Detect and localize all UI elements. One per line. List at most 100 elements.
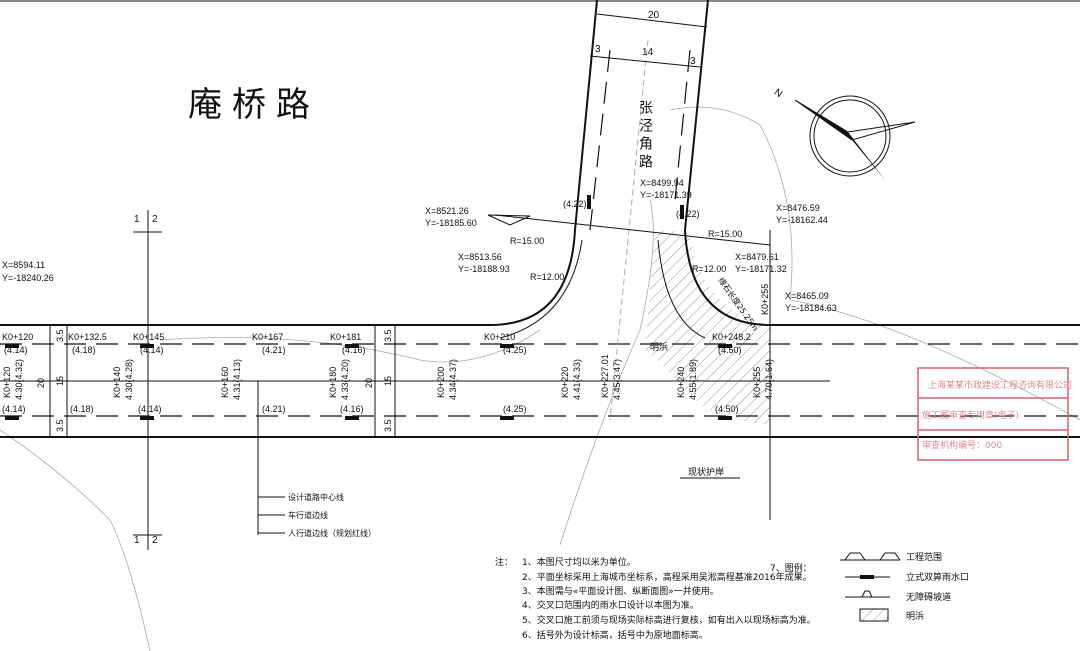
coordinate-labels: X=8594.11Y=-18240.26 X=8521.26Y=-18185.6… [2, 178, 837, 313]
inlet-elevation: (4.22) [563, 199, 587, 209]
svg-text:3、本图需与«平面设计图、纵断面图»一并使用。: 3、本图需与«平面设计图、纵断面图»一并使用。 [522, 585, 719, 597]
svg-text:(4.14): (4.14) [138, 404, 162, 414]
svg-text:K0+145: K0+145 [133, 332, 164, 342]
svg-text:注：: 注： [495, 556, 513, 568]
svg-text:K0+200: K0+200 [436, 367, 446, 398]
svg-text:X=8513.56: X=8513.56 [458, 252, 502, 262]
svg-text:K0+180: K0+180 [328, 367, 338, 398]
svg-text:4.41(4.33): 4.41(4.33) [572, 359, 582, 400]
svg-text:20: 20 [364, 378, 374, 388]
section-dimension-labels: 3.5 15 20 3.5 3.5 15 3.5 20 [36, 329, 393, 432]
svg-text:X=8479.61: X=8479.61 [735, 252, 779, 262]
mingbang-hatch [645, 230, 770, 425]
svg-text:K0+248.2: K0+248.2 [712, 332, 751, 342]
svg-text:K0+181: K0+181 [330, 332, 361, 342]
svg-text:3.5: 3.5 [55, 419, 65, 432]
svg-text:立式双箅雨水口: 立式双箅雨水口 [906, 571, 969, 583]
svg-text:R=12.00: R=12.00 [530, 272, 564, 282]
main-road-name: 庵桥路 [188, 85, 320, 125]
svg-text:(4.25): (4.25) [503, 404, 527, 414]
svg-text:5、交叉口施工前须与现场实际标高进行复核，如有出入以现场标高: 5、交叉口施工前须与现场实际标高进行复核，如有出入以现场标高为准。 [522, 614, 816, 626]
svg-text:Y=-18185.60: Y=-18185.60 [425, 218, 477, 228]
curb-ramp-line [499, 239, 583, 339]
dim-total: 20 [648, 10, 660, 21]
svg-text:明浜: 明浜 [906, 611, 924, 622]
symbol-legend: 7、图例： 工程范围 立式双箅雨水口 无障碍坡道 明浜 [770, 551, 969, 622]
svg-text:4.45(3.47): 4.45(3.47) [612, 359, 622, 400]
svg-text:4.55(1.89): 4.55(1.89) [688, 359, 698, 400]
svg-text:施工图审查专用章(电子): 施工图审查专用章(电子) [922, 409, 1019, 421]
top-station-labels: K0+120(4.14) K0+132.5(4.18) K0+145(4.14)… [2, 332, 751, 355]
svg-text:(4.25): (4.25) [503, 345, 527, 355]
cross-lane-line [589, 49, 611, 231]
svg-text:Y=-18188.93: Y=-18188.93 [458, 264, 510, 274]
section-mark: 1 [134, 214, 140, 225]
svg-text:4.33(4.20): 4.33(4.20) [340, 359, 350, 400]
svg-text:R=12.00: R=12.00 [692, 264, 726, 274]
svg-text:6、括号外为设计标高，括号中为原地面标高。: 6、括号外为设计标高，括号中为原地面标高。 [522, 629, 708, 641]
svg-text:15: 15 [383, 376, 393, 386]
svg-text:Y=-18171.39: Y=-18171.39 [640, 190, 692, 200]
svg-text:Y=-18162.44: Y=-18162.44 [776, 215, 828, 225]
svg-text:20: 20 [36, 378, 46, 388]
radius-labels: R=15.00 R=12.00 R=15.00 R=12.00 [510, 229, 742, 282]
svg-text:车行道边线: 车行道边线 [288, 510, 328, 520]
dimension-line [589, 55, 701, 68]
line-legend: 设计道路中心线 车行道边线 人行道边线（规划红线） [258, 492, 376, 538]
svg-text:X=8499.94: X=8499.94 [640, 178, 684, 188]
existing-contour [159, 329, 541, 363]
svg-text:(4.21): (4.21) [262, 404, 286, 414]
svg-text:15: 15 [55, 376, 65, 386]
svg-text:(4.14): (4.14) [140, 345, 164, 355]
svg-text:无障碍坡道: 无障碍坡道 [906, 591, 951, 603]
svg-text:7、图例：: 7、图例： [770, 562, 812, 574]
svg-text:(4.50): (4.50) [718, 345, 742, 355]
bottom-elevation-labels: (4.14) (4.18) (4.14) (4.21) (4.16) (4.25… [2, 404, 739, 414]
dim-carriageway: 14 [642, 47, 654, 58]
svg-text:(4.18): (4.18) [72, 345, 96, 355]
project-scope-icon [840, 552, 901, 561]
existing-contour [0, 429, 151, 651]
svg-text:K0+255: K0+255 [752, 367, 762, 398]
svg-text:(4.16): (4.16) [340, 404, 364, 414]
rain-inlet-icon [860, 575, 874, 579]
north-label: N [772, 87, 784, 100]
svg-text:审查机构编号：000: 审查机构编号：000 [922, 439, 1002, 451]
svg-text:1、本图尺寸均以米为单位。: 1、本图尺寸均以米为单位。 [522, 556, 636, 568]
svg-text:设计道路中心线: 设计道路中心线 [288, 492, 344, 502]
svg-text:K0+160: K0+160 [220, 367, 230, 398]
svg-text:X=8465.09: X=8465.09 [785, 291, 829, 301]
revetment-label: 现状护岸 [688, 466, 724, 478]
svg-text:人行道边线（规划红线）: 人行道边线（规划红线） [288, 528, 376, 538]
ramp-icon [861, 590, 873, 598]
svg-text:K0+210: K0+210 [484, 332, 515, 342]
station-lines [49, 210, 771, 550]
dim-left-side: 3 [595, 44, 601, 55]
svg-text:R=15.00: R=15.00 [510, 236, 544, 246]
svg-text:Y=-18184.63: Y=-18184.63 [785, 303, 837, 313]
dimension-line [596, 13, 708, 28]
svg-text:(4.21): (4.21) [262, 345, 286, 355]
section-mark: 2 [152, 535, 158, 546]
svg-text:4.34(4.37): 4.34(4.37) [448, 359, 458, 400]
svg-text:3.5: 3.5 [55, 329, 65, 342]
svg-text:(4.50): (4.50) [715, 404, 739, 414]
curb-ramp-line [657, 239, 706, 339]
svg-text:K0+167: K0+167 [252, 332, 283, 342]
rain-inlet-icons [5, 195, 732, 420]
road-edge-right [683, 0, 1080, 326]
section-cut-line [494, 214, 771, 246]
existing-contour [559, 199, 654, 546]
road-edge-left [0, 0, 598, 326]
svg-text:4、交叉口范围内的雨水口设计以本图为准。: 4、交叉口范围内的雨水口设计以本图为准。 [522, 599, 699, 611]
svg-text:Y=-18240.26: Y=-18240.26 [2, 273, 54, 283]
svg-text:K0+220: K0+220 [560, 367, 570, 398]
svg-text:R=15.00: R=15.00 [708, 229, 742, 239]
svg-text:(4.14): (4.14) [4, 345, 28, 355]
svg-text:3.5: 3.5 [383, 329, 393, 342]
svg-text:4.30(4.32): 4.30(4.32) [14, 359, 24, 400]
svg-text:K0+240: K0+240 [676, 367, 686, 398]
existing-boundary [669, 106, 1080, 421]
notes: 注： 1、本图尺寸均以米为单位。 2、平面坐标采用上海城市坐标系，高程采用吴淞高… [495, 556, 816, 641]
